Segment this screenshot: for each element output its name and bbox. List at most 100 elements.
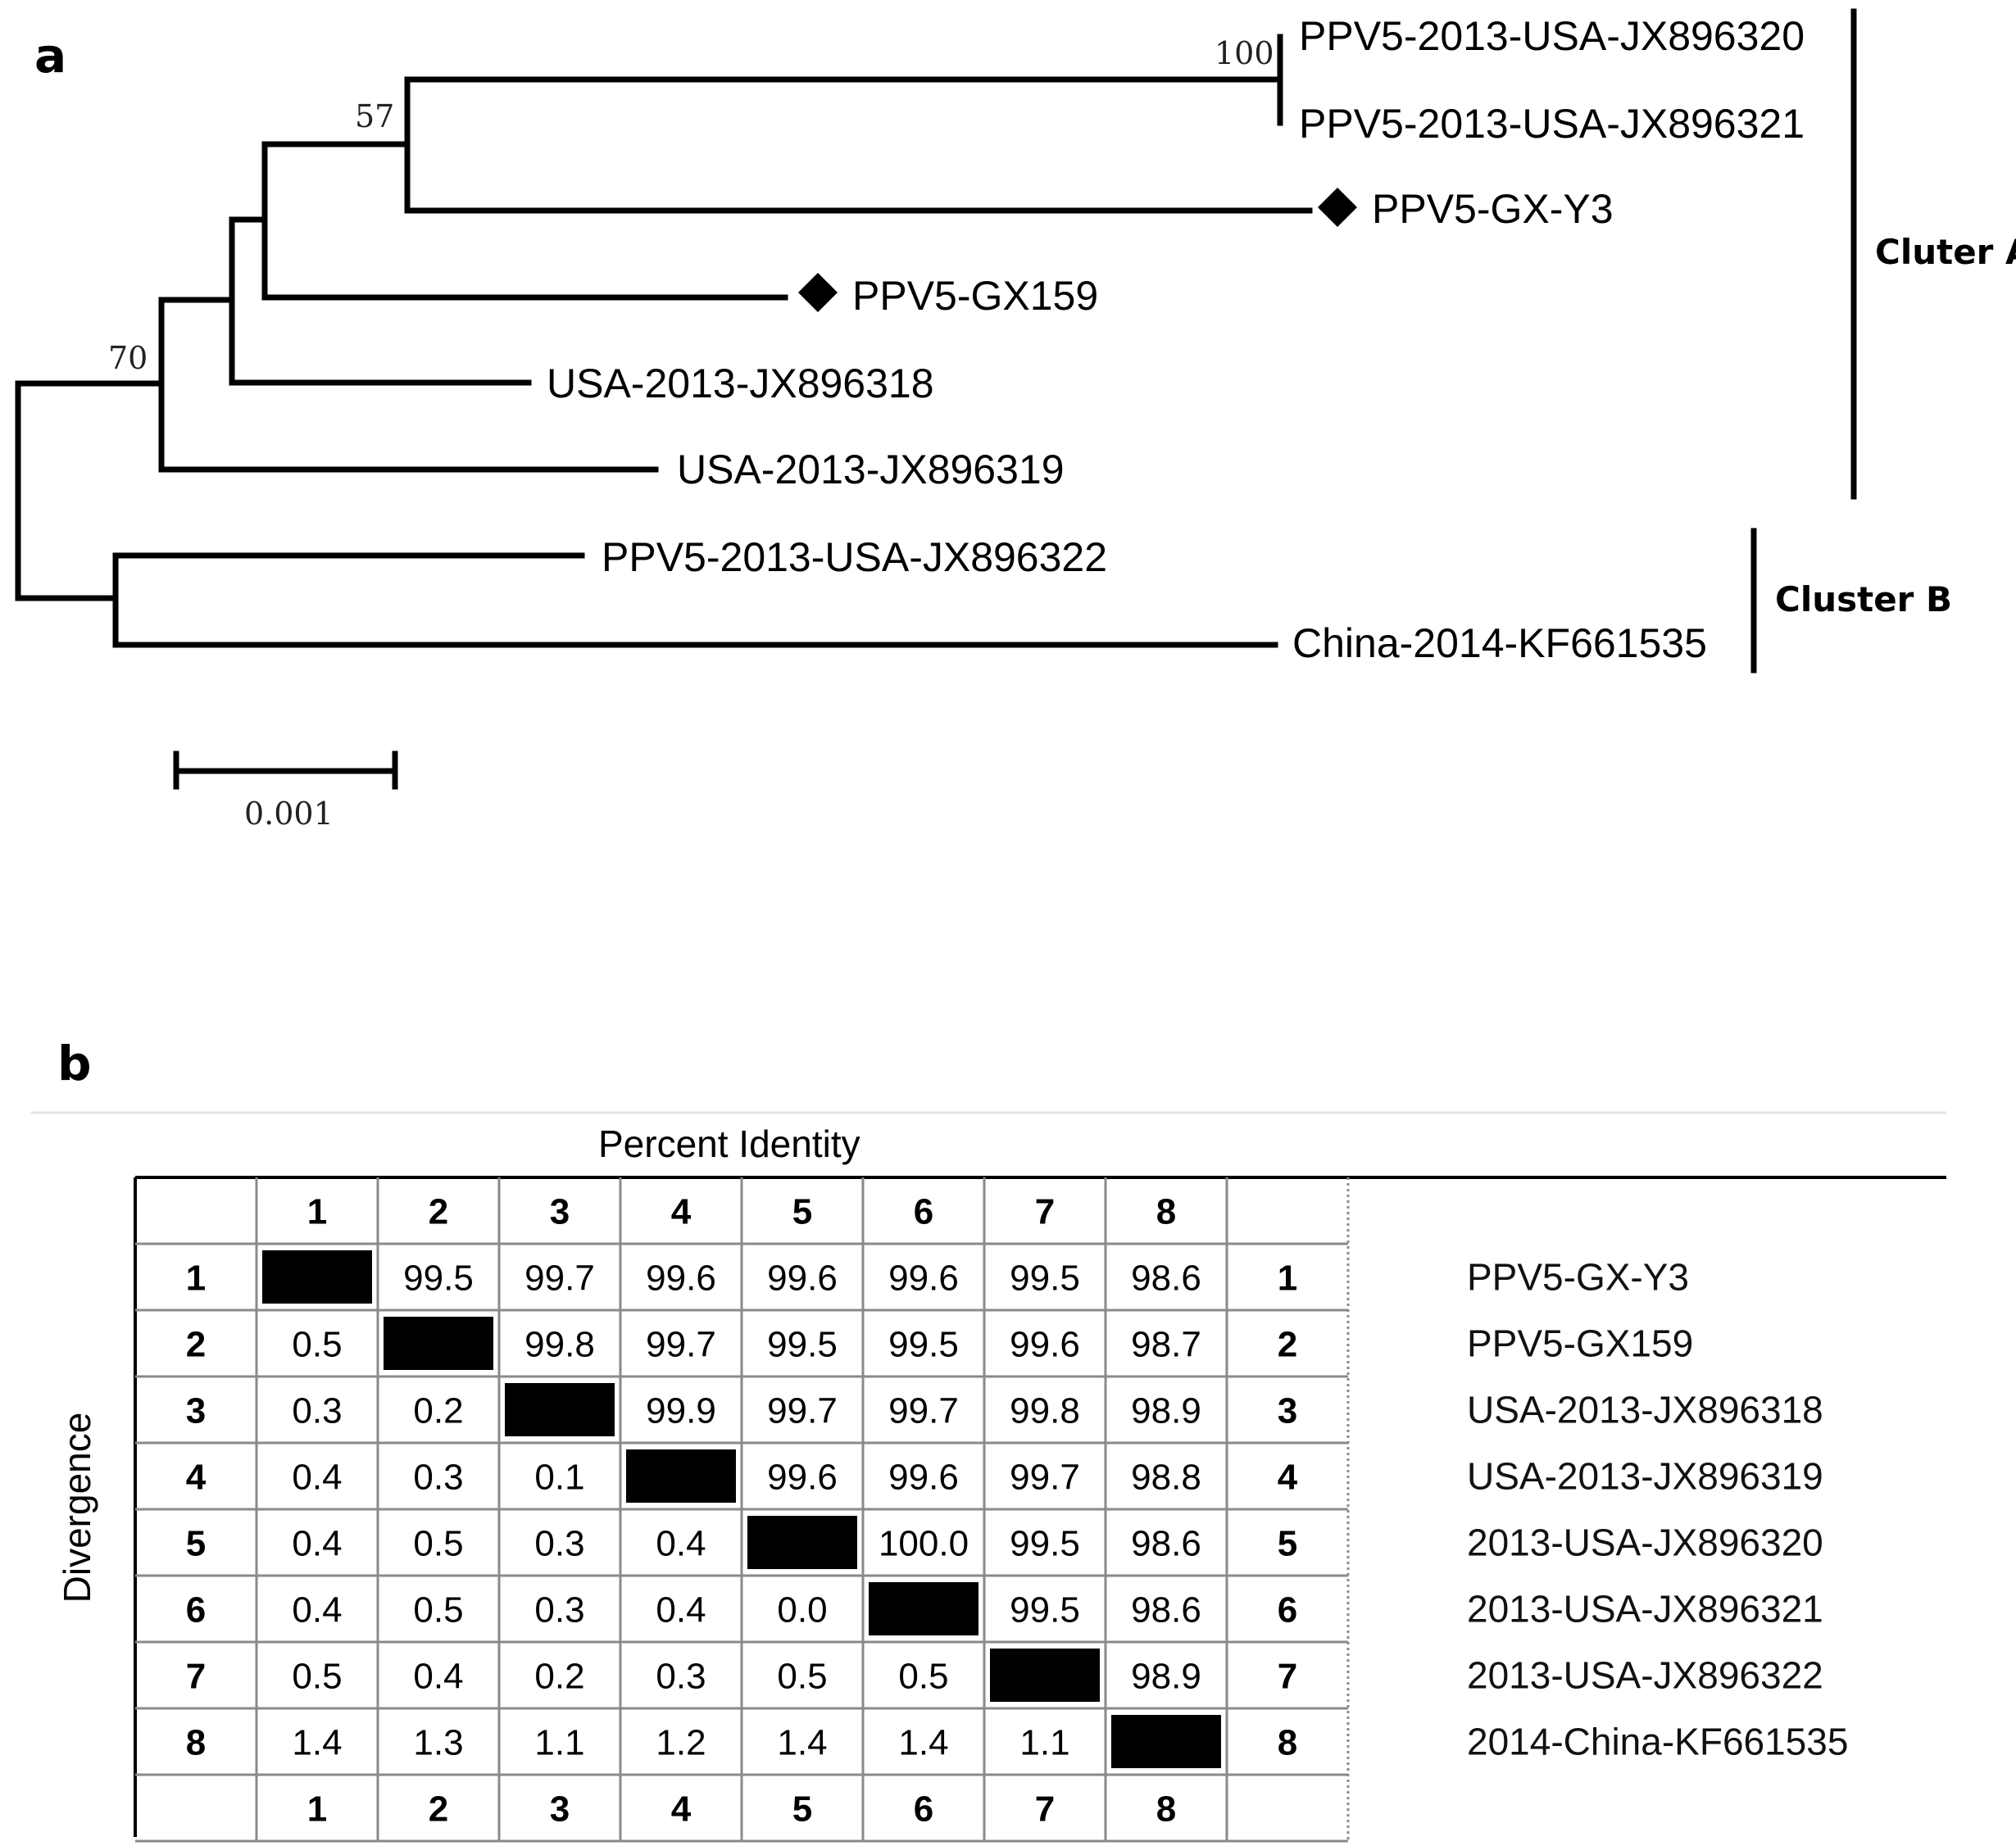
matrix-cell: 99.5 <box>1010 1590 1080 1631</box>
matrix-cell: 99.8 <box>524 1325 595 1365</box>
matrix-cell: 0.2 <box>534 1657 584 1697</box>
panel-b-label: b <box>57 1036 92 1091</box>
column-header: 8 <box>1156 1192 1176 1232</box>
matrix-cell: 0.3 <box>413 1458 463 1498</box>
scale-bar: 0.001 <box>173 751 398 832</box>
row-number: 4 <box>186 1458 207 1498</box>
sequence-name: 2013-USA-JX896320 <box>1467 1522 1823 1564</box>
matrix-cell: 0.5 <box>777 1657 827 1697</box>
matrix-cell: 0.5 <box>292 1325 342 1365</box>
matrix-cell: 1.4 <box>292 1723 342 1763</box>
matrix-cell: 98.6 <box>1131 1590 1201 1631</box>
sequence-name: USA-2013-JX896319 <box>1467 1455 1823 1498</box>
cluster-b-label: Cluster B <box>1775 579 1952 619</box>
matrix-cell: 98.8 <box>1131 1458 1201 1498</box>
column-header: 5 <box>792 1192 812 1232</box>
matrix-cell: 99.6 <box>1010 1325 1080 1365</box>
sequence-name: 2014-China-KF661535 <box>1467 1721 1848 1763</box>
matrix-cell: 1.1 <box>1019 1723 1069 1763</box>
matrix-cell: 0.3 <box>656 1657 706 1697</box>
matrix-cell: 98.9 <box>1131 1657 1201 1697</box>
matrix-cell: 0.4 <box>292 1524 342 1564</box>
row-number: 5 <box>186 1524 206 1564</box>
matrix-cell: 0.2 <box>413 1391 463 1431</box>
matrix-cell: 0.3 <box>534 1590 584 1631</box>
matrix-cell: 99.5 <box>888 1325 959 1365</box>
matrix-cell: 99.5 <box>1010 1259 1080 1299</box>
row-number: 8 <box>186 1723 206 1763</box>
column-header: 3 <box>550 1192 570 1232</box>
column-header: 1 <box>307 1192 327 1232</box>
sequence-name: PPV5-GX-Y3 <box>1467 1256 1689 1299</box>
column-footer: 3 <box>550 1789 570 1830</box>
matrix-cell: 0.4 <box>656 1590 706 1631</box>
diagonal-cell <box>384 1317 493 1370</box>
column-footer: 8 <box>1156 1789 1176 1830</box>
diagonal-cell <box>747 1516 857 1569</box>
divergence-label: Divergence <box>56 1413 98 1603</box>
bootstrap-value: 57 <box>355 98 394 134</box>
taxon-label: USA-2013-JX896318 <box>547 361 934 406</box>
column-footer: 6 <box>914 1789 933 1830</box>
matrix-cell: 98.7 <box>1131 1325 1201 1365</box>
matrix-cell: 98.6 <box>1131 1259 1201 1299</box>
matrix-cell: 0.5 <box>413 1524 463 1564</box>
matrix-cell: 1.4 <box>777 1723 827 1763</box>
taxon-label: PPV5-GX159 <box>852 273 1098 319</box>
row-number-right: 4 <box>1278 1458 1298 1498</box>
matrix-cell: 0.4 <box>656 1524 706 1564</box>
matrix-cell: 0.0 <box>777 1590 827 1631</box>
matrix-cell: 99.7 <box>767 1391 838 1431</box>
matrix-cell: 0.5 <box>898 1657 948 1697</box>
matrix-cell: 1.1 <box>534 1723 584 1763</box>
percent-identity-label: Percent Identity <box>598 1123 860 1165</box>
row-number: 7 <box>186 1657 206 1697</box>
row-number-right: 3 <box>1278 1391 1297 1431</box>
matrix-cell: 99.5 <box>1010 1524 1080 1564</box>
phylogenetic-tree: PPV5-2013-USA-JX896320 PPV5-2013-USA-JX8… <box>15 13 1805 666</box>
column-footer: 2 <box>429 1789 448 1830</box>
sequence-name: 2013-USA-JX896322 <box>1467 1654 1823 1697</box>
matrix-cell: 0.1 <box>534 1458 584 1498</box>
matrix-cell: 99.9 <box>646 1391 716 1431</box>
matrix-cell: 98.9 <box>1131 1391 1201 1431</box>
matrix-cell: 1.3 <box>413 1723 463 1763</box>
row-number: 1 <box>186 1259 206 1299</box>
matrix-cell: 1.4 <box>898 1723 948 1763</box>
matrix-cell: 99.6 <box>646 1259 716 1299</box>
taxon-label: PPV5-2013-USA-JX896322 <box>602 534 1107 580</box>
column-header: 7 <box>1035 1192 1055 1232</box>
matrix-cell: 99.7 <box>524 1259 595 1299</box>
sequence-name: 2013-USA-JX896321 <box>1467 1588 1823 1631</box>
scale-bar-label: 0.001 <box>244 796 334 832</box>
column-footer: 7 <box>1035 1789 1055 1830</box>
column-header: 4 <box>671 1192 692 1232</box>
row-number-right: 8 <box>1278 1723 1297 1763</box>
matrix-cell: 99.6 <box>767 1259 838 1299</box>
matrix-cell: 99.7 <box>1010 1458 1080 1498</box>
matrix-cell: 0.4 <box>413 1657 463 1697</box>
cluster-a-label: Cluter A <box>1875 232 2016 272</box>
matrix-cell: 100.0 <box>879 1524 969 1564</box>
diagonal-cell <box>626 1449 736 1503</box>
diamond-marker-gx-y3 <box>1318 188 1357 227</box>
column-footer: 4 <box>671 1789 692 1830</box>
row-number-right: 7 <box>1278 1657 1297 1697</box>
diagonal-cell <box>1111 1715 1221 1768</box>
matrix-cell: 0.5 <box>413 1590 463 1631</box>
taxon-label: PPV5-GX-Y3 <box>1372 186 1614 232</box>
matrix-cell: 99.6 <box>767 1458 838 1498</box>
matrix-cell: 0.4 <box>292 1458 342 1498</box>
matrix-cell: 0.5 <box>292 1657 342 1697</box>
taxon-label: China-2014-KF661535 <box>1292 620 1707 666</box>
row-number: 2 <box>186 1325 206 1365</box>
sequence-name: PPV5-GX159 <box>1467 1322 1693 1365</box>
matrix-cell: 99.6 <box>888 1259 959 1299</box>
column-header: 6 <box>914 1192 933 1232</box>
row-number-right: 2 <box>1278 1325 1297 1365</box>
panel-a-label: a <box>34 28 66 84</box>
column-footer: 1 <box>307 1789 327 1830</box>
diagonal-cell <box>262 1250 372 1304</box>
